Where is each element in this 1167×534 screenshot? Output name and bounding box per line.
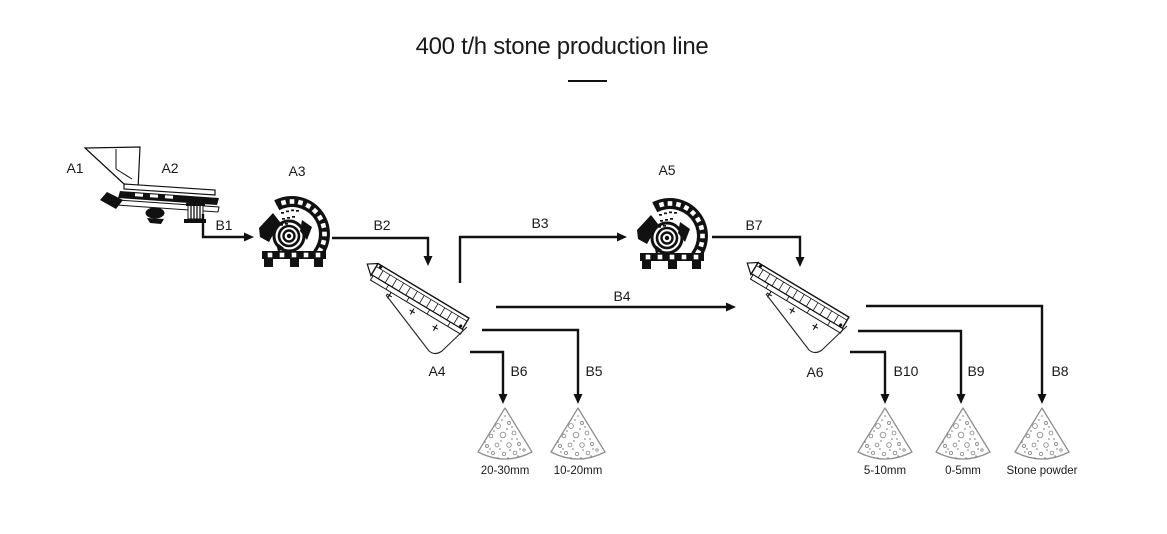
conveyor-arrow-b8 (866, 304, 1047, 404)
conveyor-arrow-b4 (496, 302, 736, 312)
conveyor-arrow-b9 (858, 329, 966, 404)
label-b6: B6 (510, 363, 527, 379)
conveyor-arrow-b5 (482, 328, 583, 404)
label-b2: B2 (373, 217, 390, 233)
title-underline (568, 80, 607, 83)
pile-label-10-20mm: 10-20mm (554, 465, 603, 477)
pile-label-0-5mm: 0-5mm (945, 465, 981, 477)
pile-label-20-30mm: 20-30mm (481, 465, 530, 477)
page-title: 400 t/h stone production line (415, 33, 709, 60)
conveyor-arrow-b1 (201, 214, 254, 242)
label-b1: B1 (215, 217, 232, 233)
label-a3: A3 (288, 163, 305, 179)
crusher-a3-illustration (257, 194, 332, 269)
label-b9: B9 (967, 363, 984, 379)
pile-5-10mm (857, 407, 913, 460)
conveyor-arrow-b10 (850, 350, 890, 404)
pile-stone-powder (1014, 407, 1070, 460)
pile-20-30mm (477, 407, 533, 460)
label-b10: B10 (894, 363, 919, 379)
pile-label-5-10mm: 5-10mm (864, 465, 906, 477)
pile-0-5mm (935, 407, 991, 460)
hopper-feeder-illustration (84, 146, 220, 225)
label-b3: B3 (531, 215, 548, 231)
label-a1: A1 (66, 160, 83, 176)
conveyor-arrow-b2 (332, 236, 433, 266)
conveyor-arrow-b6 (470, 350, 508, 404)
conveyor-arrow-b3 (458, 232, 627, 283)
label-b5: B5 (585, 363, 602, 379)
label-a5: A5 (658, 162, 675, 178)
label-b4: B4 (613, 288, 630, 304)
label-a6: A6 (806, 364, 823, 380)
screen-a4-illustration (354, 258, 471, 355)
conveyor-arrow-b7 (712, 235, 805, 267)
pile-10-20mm (550, 407, 606, 460)
label-b7: B7 (745, 217, 762, 233)
screen-a6-illustration (734, 257, 851, 354)
label-b8: B8 (1051, 363, 1068, 379)
label-a2: A2 (161, 160, 178, 176)
crusher-a5-illustration (635, 196, 710, 271)
pile-label-stone-powder: Stone powder (1007, 465, 1078, 477)
label-a4: A4 (428, 363, 445, 379)
